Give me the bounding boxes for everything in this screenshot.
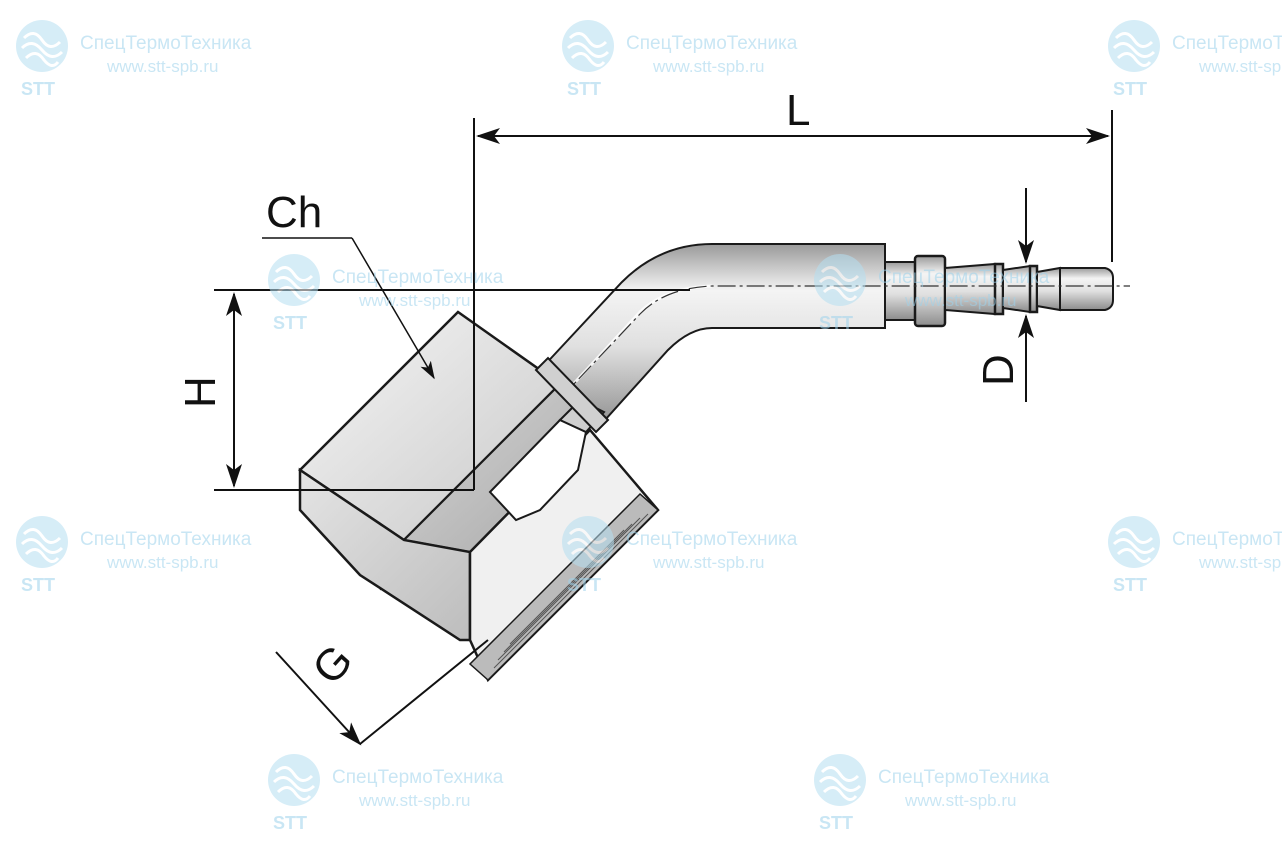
stt-logo-icon xyxy=(16,20,68,72)
watermark-abbr: STT xyxy=(21,79,55,99)
watermark: СпецТермоТехника www.stt-spb.ru STT xyxy=(12,18,312,99)
stt-logo-icon xyxy=(562,516,614,568)
watermark-site: www.stt-spb.ru xyxy=(1199,553,1282,572)
watermark-brand: СпецТермоТехника xyxy=(1172,529,1282,550)
watermark-abbr: STT xyxy=(1113,79,1147,98)
watermark-brand: СпецТермоТехника xyxy=(332,267,504,288)
stt-logo-icon xyxy=(268,254,320,306)
dimension-G xyxy=(275,639,489,746)
stt-logo-icon xyxy=(268,754,320,806)
stt-logo-icon xyxy=(562,20,614,72)
watermark-abbr: STT xyxy=(273,813,307,833)
watermark-site: www.stt-spb.ru xyxy=(905,291,1017,310)
watermark: СпецТермоТехника www.stt-spb.ru STT xyxy=(810,252,1110,333)
watermark-brand: СпецТермоТехника xyxy=(626,33,798,54)
centerline xyxy=(379,285,1130,591)
watermark-abbr: STT xyxy=(567,575,601,595)
leader-Ch xyxy=(262,237,435,380)
watermark-site: www.stt-spb.ru xyxy=(359,291,471,310)
watermark: СпецТермоТехника www.stt-spb.ru STT xyxy=(12,514,312,595)
watermark-abbr: STT xyxy=(273,313,307,333)
watermark-site: www.stt-spb.ru xyxy=(107,57,219,76)
watermark: СпецТермоТехника www.stt-spb.ru STT xyxy=(558,18,858,99)
label-Ch: Ch xyxy=(266,188,323,237)
label-L: L xyxy=(786,86,811,135)
watermark-brand: СпецТермоТехника xyxy=(626,529,798,550)
watermark-abbr: STT xyxy=(21,575,55,595)
watermark-site: www.stt-spb.ru xyxy=(107,553,219,572)
watermark-abbr: STT xyxy=(819,313,853,333)
watermark: СпецТермоТехника www.stt-spb.ru STT xyxy=(264,752,564,833)
stt-logo-icon xyxy=(1108,20,1160,72)
stt-logo-icon xyxy=(1108,516,1160,568)
watermark-brand: СпецТермоТехника xyxy=(80,529,252,550)
watermark: СпецТермоТехника www.stt-spb.ru STT xyxy=(1104,514,1282,594)
label-H: H xyxy=(176,376,225,408)
watermark: СпецТермоТехника www.stt-spb.ru STT xyxy=(810,752,1110,833)
watermark-brand: СпецТермоТехника xyxy=(1172,33,1282,54)
watermark: СпецТермоТехника www.stt-spb.ru STT xyxy=(558,514,858,595)
watermark-site: www.stt-spb.ru xyxy=(1199,57,1282,76)
watermark-site: www.stt-spb.ru xyxy=(359,791,471,810)
label-D: D xyxy=(974,354,1023,386)
stt-logo-icon xyxy=(16,516,68,568)
watermark-abbr: STT xyxy=(1113,575,1147,594)
watermark-brand: СпецТермоТехника xyxy=(878,267,1050,288)
watermark-brand: СпецТермоТехника xyxy=(878,767,1050,788)
hose-barb xyxy=(884,254,1114,328)
watermark-abbr: STT xyxy=(567,79,601,99)
watermark-site: www.stt-spb.ru xyxy=(653,57,765,76)
stt-logo-icon xyxy=(814,254,866,306)
watermark-site: www.stt-spb.ru xyxy=(905,791,1017,810)
watermark-brand: СпецТермоТехника xyxy=(332,767,504,788)
watermark-brand: СпецТермоТехника xyxy=(80,33,252,54)
dimension-L xyxy=(473,110,1113,490)
watermark-site: www.stt-spb.ru xyxy=(653,553,765,572)
watermark-abbr: STT xyxy=(819,813,853,833)
watermark: СпецТермоТехника www.stt-spb.ru STT xyxy=(1104,18,1282,98)
stt-logo-icon xyxy=(814,754,866,806)
watermark: СпецТермоТехника www.stt-spb.ru STT xyxy=(264,252,564,333)
